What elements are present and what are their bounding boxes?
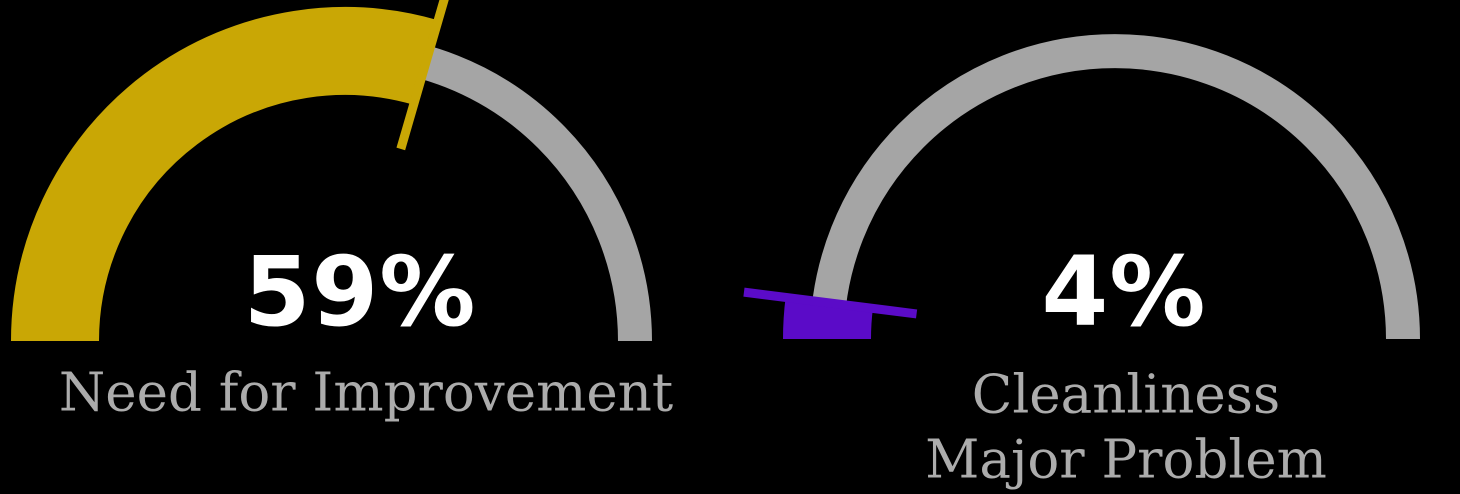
gauge-needle [743, 287, 918, 319]
gauge-progress-arc [11, 7, 439, 342]
gauge-progress-arc [783, 297, 874, 340]
gauge-label-need-for-improvement: Need for Improvement [58, 362, 674, 424]
gauge-value-cleanliness-major-problem: 4% [1041, 236, 1207, 348]
gauge-label-cleanliness-major-problem: Cleanliness Major Problem [925, 364, 1327, 490]
gauge-needle [396, 0, 449, 151]
gauge-value-need-for-improvement: 59% [243, 236, 477, 348]
gauge-track-arc [810, 34, 1420, 340]
